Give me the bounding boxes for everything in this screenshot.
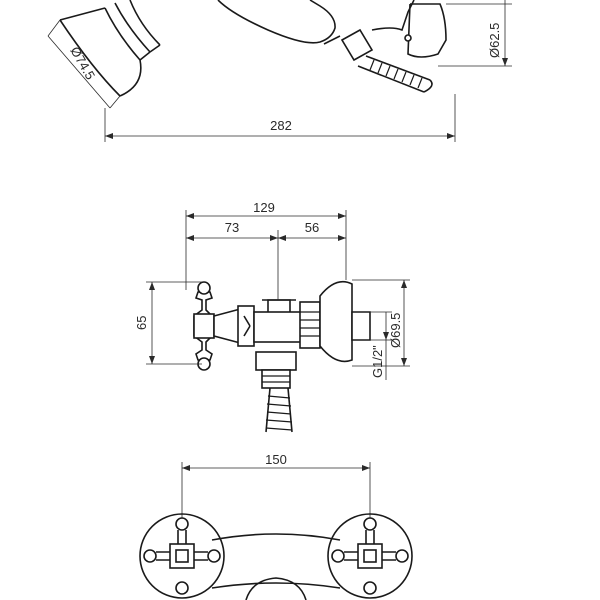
shower-handle [217,0,341,45]
left-handle-front [139,513,225,599]
dim-holder-diameter: Ø62.5 [438,0,512,67]
dim-handle-height: 65 [134,281,202,365]
dim-width-total: 129 [185,200,347,290]
dim-flange-diameter: Ø69.5 [352,279,410,367]
dim-handle-height-text: 65 [134,316,149,330]
mixer-front-view: 150 [139,452,413,600]
wall-holder [371,0,447,58]
valve-bonnet [213,305,255,347]
dim-width-total-text: 129 [253,200,275,215]
right-handle-front [327,513,413,599]
shower-head [59,0,161,97]
mixer-side-view: 129 73 56 65 Ø69.5 [134,200,410,433]
dim-width-split: 73 56 [186,220,346,300]
dim-width-left-text: 73 [225,220,239,235]
dim-flange-diameter-text: Ø69.5 [388,313,403,348]
dim-head-diameter-text: Ø74.5 [67,44,98,82]
wall-flange [319,280,371,363]
outlet-connector [255,351,297,433]
shower-hose [340,28,433,93]
dim-overall-length: 282 [104,94,456,142]
dim-centers-text: 150 [265,452,287,467]
hand-shower-view: Ø74.5 Ø62.5 282 [47,0,512,142]
dim-overall-length-text: 282 [270,118,292,133]
dim-width-right-text: 56 [305,220,319,235]
front-outlet [245,577,307,600]
dim-holder-diameter-text: Ø62.5 [487,23,502,58]
dim-head-diameter: Ø74.5 [47,19,121,109]
mixer-body [253,299,321,349]
cross-handle [193,281,215,371]
dim-thread: G1/2" [370,311,392,380]
dim-thread-text: G1/2" [370,345,385,378]
front-body [211,533,341,589]
dim-centers: 150 [181,452,371,520]
